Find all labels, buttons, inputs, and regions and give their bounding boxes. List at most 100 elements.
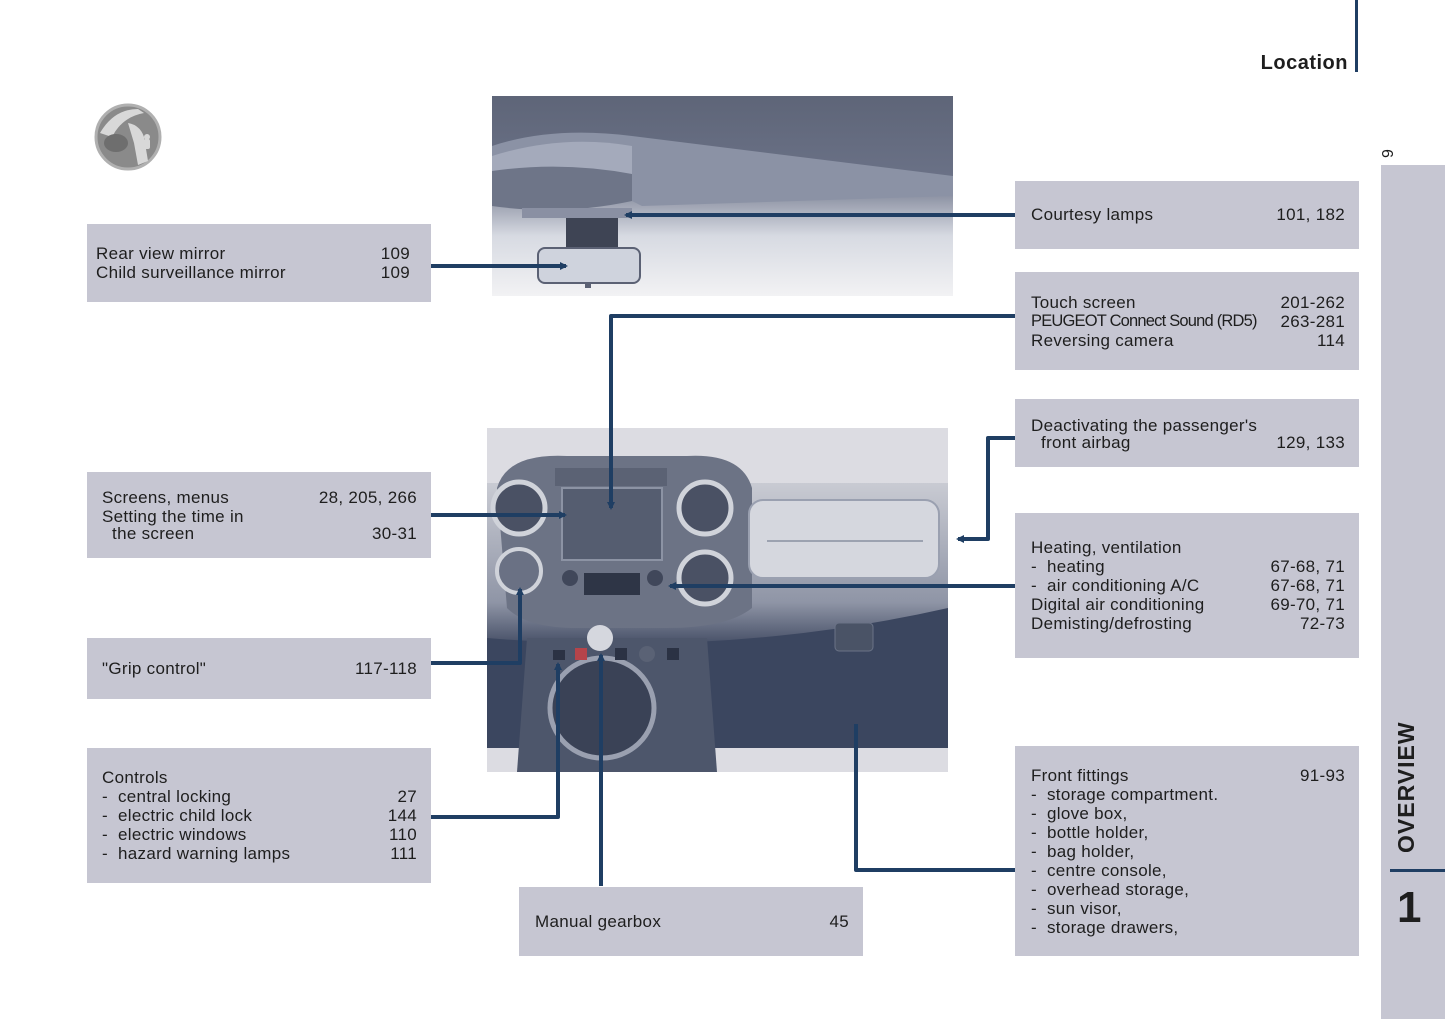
section-divider	[1390, 869, 1445, 872]
item-label: - electric child lock	[102, 806, 253, 825]
item-label: Front fittings	[1031, 766, 1129, 785]
callout-row: Manual gearbox 45	[535, 912, 849, 931]
callout-row: Deactivating the passenger's	[1031, 416, 1345, 435]
callout-row: - sun visor,	[1031, 899, 1345, 918]
item-label: - storage compartment.	[1031, 785, 1219, 804]
item-label: Demisting/defrosting	[1031, 614, 1192, 633]
callout-touch-screen: Touch screen 201-262 PEUGEOT Connect Soun…	[1015, 272, 1359, 370]
item-label: - storage drawers,	[1031, 918, 1179, 937]
callout-row: Screens, menus 28, 205, 266	[102, 488, 417, 507]
callout-row: the screen 30-31	[102, 524, 417, 543]
callout-row: - storage compartment.	[1031, 785, 1345, 804]
item-pages: 117-118	[355, 659, 417, 678]
callout-row: Controls	[102, 768, 417, 787]
item-label: - centre console,	[1031, 861, 1167, 880]
item-label: - bottle holder,	[1031, 823, 1149, 842]
item-label: Controls	[102, 768, 168, 787]
item-pages: 109	[380, 244, 410, 263]
item-pages: 27	[397, 787, 417, 806]
item-label: Rear view mirror	[96, 244, 226, 263]
chapter-tab: OVERVIEW 1	[1381, 165, 1445, 1019]
item-pages: 72-73	[1300, 614, 1345, 633]
callout-row: Heating, ventilation	[1031, 538, 1345, 557]
callout-row: Rear view mirror 109	[96, 244, 410, 263]
item-label: Heating, ventilation	[1031, 538, 1182, 557]
item-pages: 67-68, 71	[1270, 576, 1345, 595]
item-label: Deactivating the passenger's	[1031, 416, 1258, 435]
item-label: - heating	[1031, 557, 1105, 576]
callout-row: Touch screen 201-262	[1031, 293, 1345, 312]
callout-courtesy-lamps: Courtesy lamps 101, 182	[1015, 181, 1359, 249]
callout-row: - air conditioning A/C 67-68, 71	[1031, 576, 1345, 595]
driver-seat-icon	[94, 103, 162, 171]
item-pages: 91-93	[1300, 766, 1345, 785]
item-label: Digital air conditioning	[1031, 595, 1205, 614]
callout-row: - electric windows 110	[102, 825, 417, 844]
item-pages: 67-68, 71	[1270, 557, 1345, 576]
item-pages: 30-31	[372, 524, 417, 543]
item-label: Screens, menus	[102, 488, 230, 507]
item-label: "Grip control"	[102, 659, 207, 678]
callout-row: - central locking 27	[102, 787, 417, 806]
item-label: - air conditioning A/C	[1031, 576, 1200, 595]
item-label: - electric windows	[102, 825, 247, 844]
item-label: PEUGEOT Connect Sound (RD5)	[1031, 312, 1258, 330]
dashboard-illustration	[487, 428, 948, 772]
item-label: - sun visor,	[1031, 899, 1122, 918]
callout-row: "Grip control" 117-118	[102, 659, 417, 678]
header-rule	[1355, 0, 1358, 72]
callout-row: Courtesy lamps 101, 182	[1031, 205, 1345, 224]
callout-row: PEUGEOT Connect Sound (RD5) 263-281	[1031, 312, 1345, 331]
callout-screens: Screens, menus 28, 205, 266 Setting the t…	[87, 472, 431, 558]
item-label: Child surveillance mirror	[96, 263, 286, 282]
item-label: Setting the time in	[102, 507, 244, 526]
callout-front-fittings: Front fittings 91-93 - storage compartmen…	[1015, 746, 1359, 956]
item-pages: 263-281	[1280, 312, 1345, 331]
chapter-number: 1	[1397, 883, 1422, 932]
callout-row: - storage drawers,	[1031, 918, 1345, 937]
item-label: - overhead storage,	[1031, 880, 1190, 899]
callout-row: - bottle holder,	[1031, 823, 1345, 842]
item-label: - bag holder,	[1031, 842, 1135, 861]
callout-row: Digital air conditioning 69-70, 71	[1031, 595, 1345, 614]
item-pages: 114	[1316, 331, 1345, 350]
callout-row: Child surveillance mirror 109	[96, 263, 410, 282]
item-pages: 129, 133	[1276, 433, 1345, 452]
callout-controls: Controls - central locking 27 - electric …	[87, 748, 431, 883]
callout-airbag: Deactivating the passenger's front airba…	[1015, 399, 1359, 467]
item-pages: 201-262	[1280, 293, 1345, 312]
callout-row: Demisting/defrosting 72-73	[1031, 614, 1345, 633]
item-label: - central locking	[102, 787, 232, 806]
item-label: - hazard warning lamps	[102, 844, 291, 863]
page-title: Location	[1260, 52, 1348, 74]
item-pages: 28, 205, 266	[318, 488, 417, 507]
item-label: Courtesy lamps	[1031, 205, 1154, 224]
item-pages: 45	[829, 912, 849, 931]
callout-row: - hazard warning lamps 111	[102, 844, 417, 863]
item-label: Manual gearbox	[535, 912, 662, 931]
item-pages: 110	[388, 825, 417, 844]
item-label: - glove box,	[1031, 804, 1128, 823]
callout-row: Front fittings 91-93	[1031, 766, 1345, 785]
section-label: OVERVIEW	[1393, 721, 1419, 853]
callout-row: front airbag 129, 133	[1031, 433, 1345, 452]
callout-row: - heating 67-68, 71	[1031, 557, 1345, 576]
item-pages: 109	[380, 263, 410, 282]
item-label: front airbag	[1031, 433, 1131, 452]
item-pages: 69-70, 71	[1270, 595, 1345, 614]
item-pages: 111	[390, 844, 417, 863]
leader-airbag	[956, 436, 1015, 543]
callout-row: - bag holder,	[1031, 842, 1345, 861]
callout-mirror: Rear view mirror 109 Child surveillance m…	[87, 224, 431, 302]
mirror-illustration	[492, 96, 953, 296]
page-number: 9	[1380, 149, 1397, 158]
callout-grip-control: "Grip control" 117-118	[87, 638, 431, 699]
callout-row: - glove box,	[1031, 804, 1345, 823]
item-label: Touch screen	[1031, 293, 1136, 312]
item-pages: 101, 182	[1276, 205, 1345, 224]
item-label: the screen	[102, 524, 195, 543]
callout-row: - centre console,	[1031, 861, 1345, 880]
